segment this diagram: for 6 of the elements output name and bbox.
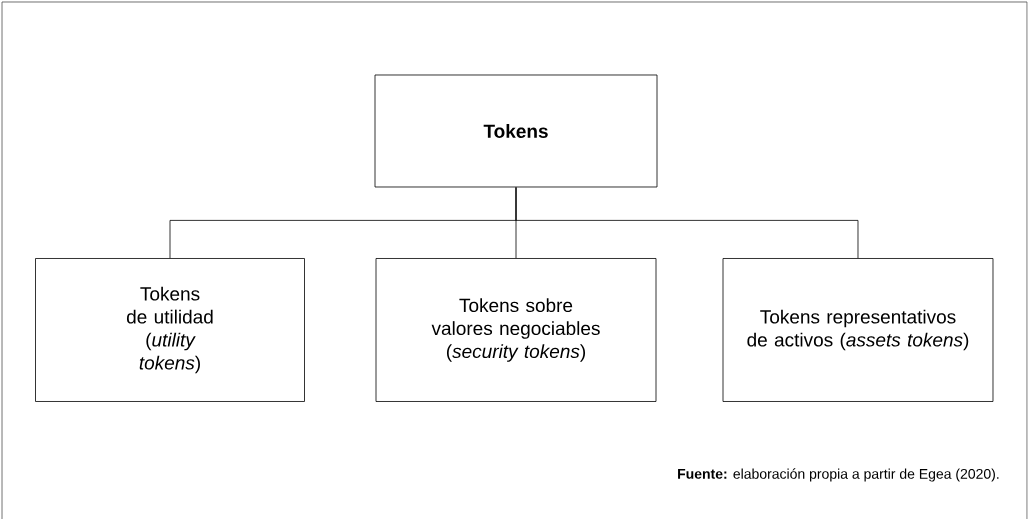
source-note: Fuente: elaboración propia a partir de Egea (2020). <box>678 468 999 482</box>
tree-box: Tokens de utilidad (utility tokens) <box>35 258 305 402</box>
tree-box: Tokens sobre valores negociables (security tokens) <box>375 258 657 402</box>
tree-box: Tokens representativos de activos (assets tokens) <box>722 258 994 402</box>
connector <box>515 187 859 259</box>
tree-box: Tokens <box>374 74 658 188</box>
